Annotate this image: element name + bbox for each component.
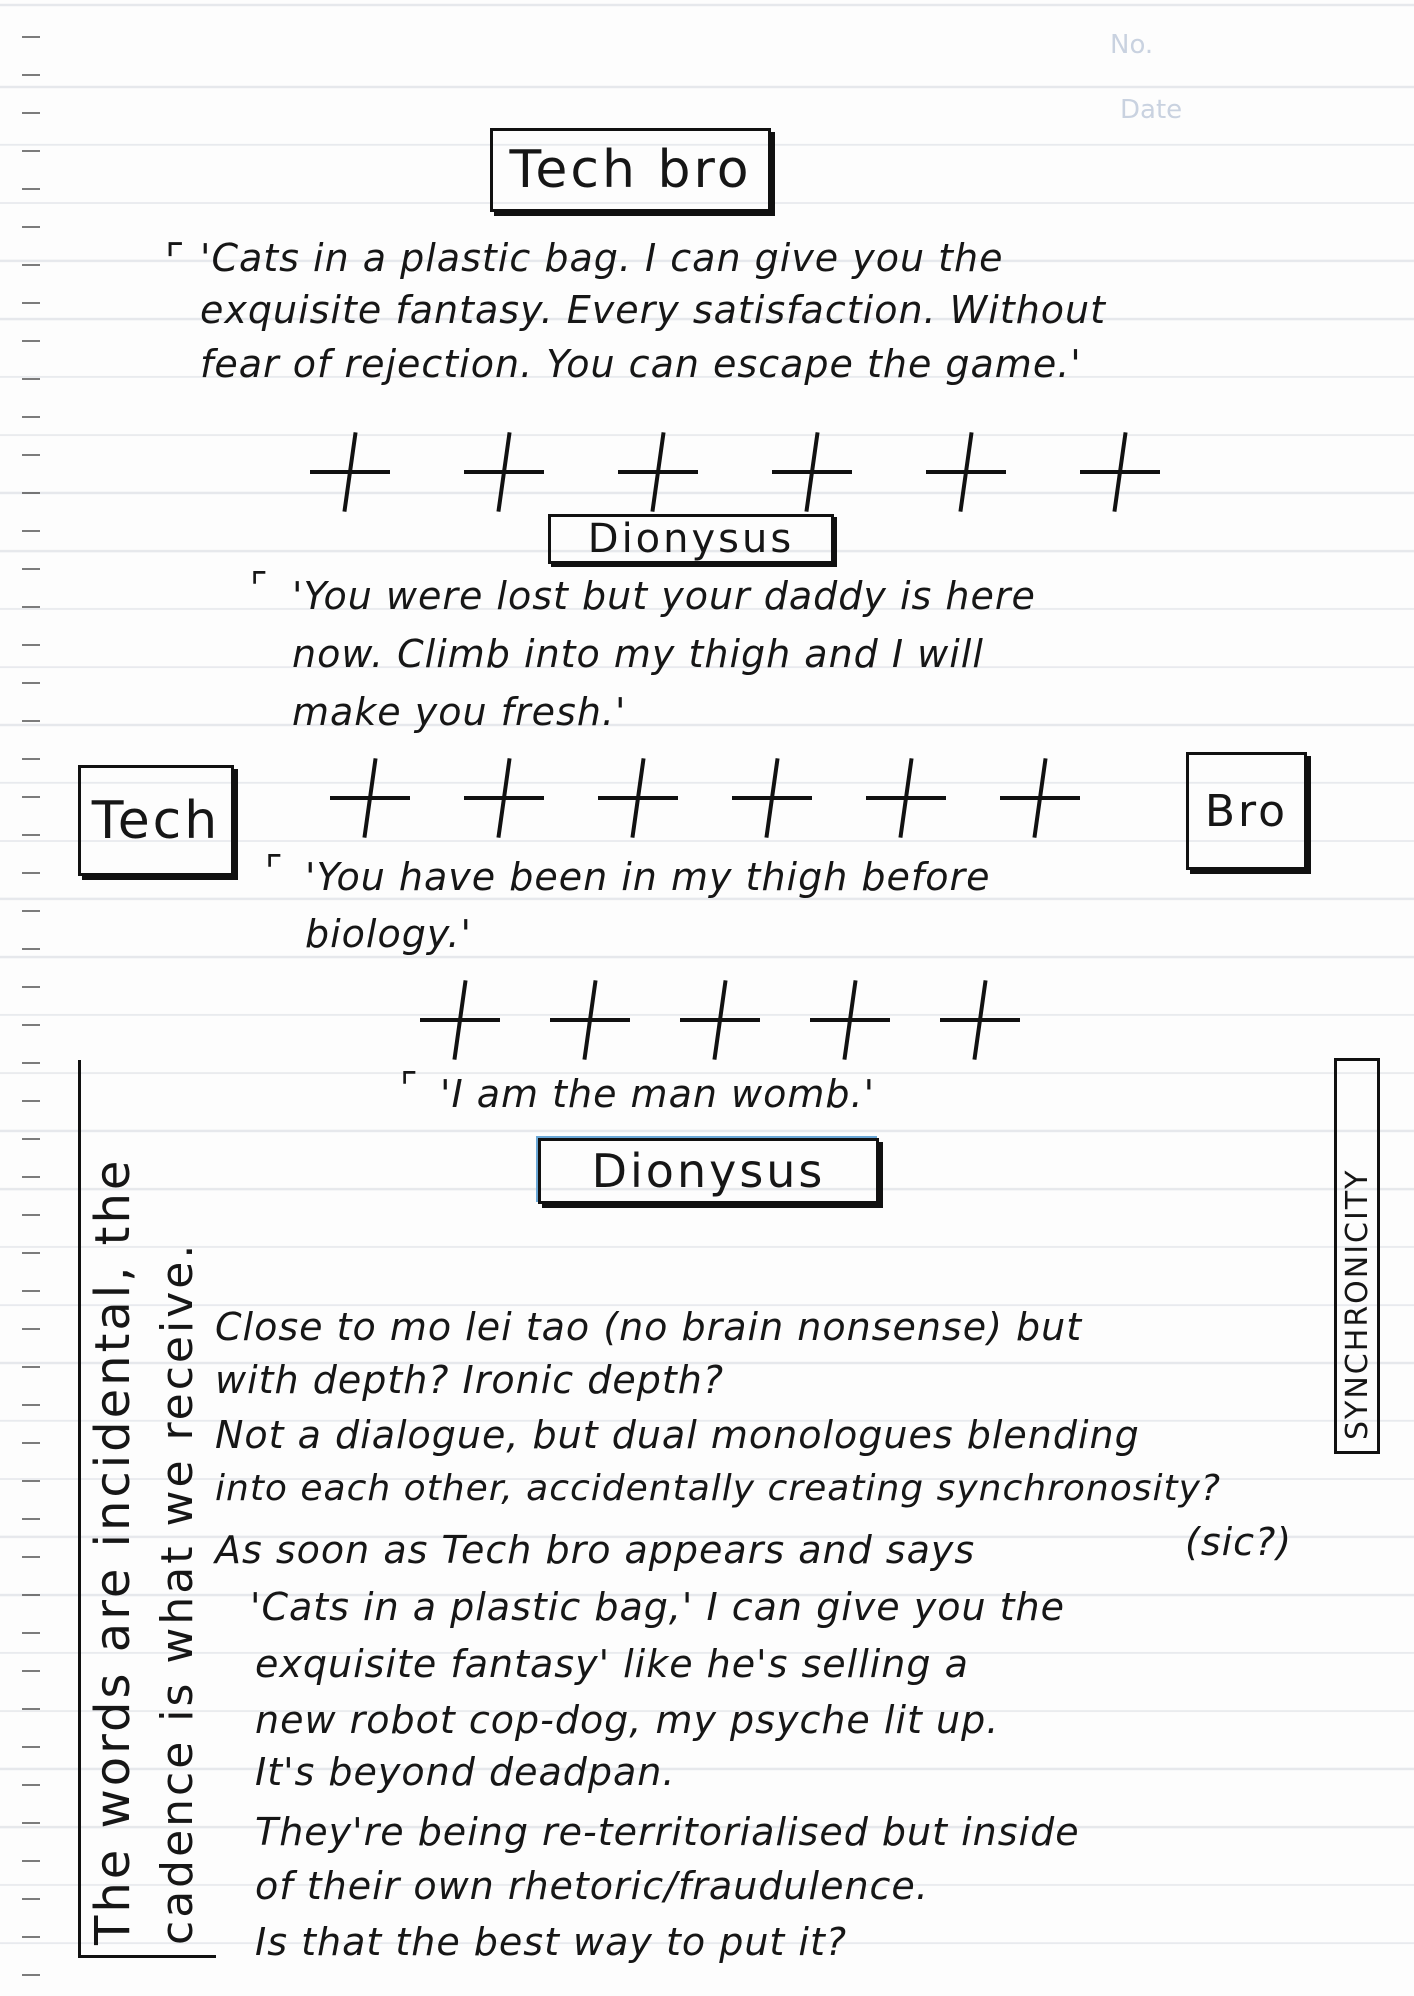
cross-mark (330, 758, 410, 838)
cross-mark (618, 432, 698, 512)
heading-dionysus: Dionysus (548, 514, 834, 564)
heading-tech-bro: Tech bro (490, 128, 771, 212)
side-note-line: cadence is what we receive. (152, 1241, 203, 1945)
note-line: 'Cats in a plastic bag,' I can give you … (250, 1585, 1065, 1629)
cross-mark (940, 980, 1020, 1060)
bracket-mark: ⌜ (400, 1065, 419, 1109)
note-line: They're being re-territorialised but ins… (255, 1810, 1080, 1854)
side-note-bracket (78, 1060, 216, 1958)
heading-dionysus-2: Dionysus (538, 1138, 879, 1204)
synchronicity-label: SYNCHRONICITY (1340, 1168, 1375, 1440)
side-note-line: The words are incidental, the (85, 1157, 141, 1945)
cross-mark (772, 432, 852, 512)
quote-line: fear of rejection. You can escape the ga… (200, 342, 1082, 386)
quote-line: 'I am the man womb.' (440, 1072, 876, 1116)
cross-mark (464, 758, 544, 838)
quote-line: 'You were lost but your daddy is here (292, 574, 1036, 618)
cross-row (310, 432, 1160, 502)
quote-line: biology.' (305, 912, 472, 956)
date-label: Date (1120, 95, 1183, 125)
cross-mark (310, 432, 390, 512)
quote-line: now. Climb into my thigh and I will (292, 632, 984, 676)
synchronicity-box (1334, 1058, 1380, 1454)
bracket-mark: ⌜ (265, 848, 284, 892)
note-line: of their own rhetoric/fraudulence. (255, 1864, 929, 1908)
heading-tech: Tech (78, 765, 234, 876)
bracket-mark: ⌜ (165, 235, 186, 284)
page-number-label: No. (1110, 30, 1154, 60)
note-line: into each other, accidentally creating s… (215, 1468, 1222, 1509)
cross-mark (926, 432, 1006, 512)
heading-bro: Bro (1186, 752, 1307, 870)
quote-line: exquisite fantasy. Every satisfaction. W… (200, 288, 1107, 332)
cross-mark (1080, 432, 1160, 512)
note-line: exquisite fantasy' like he's selling a (255, 1642, 969, 1686)
cross-row (420, 980, 1020, 1050)
cross-mark (732, 758, 812, 838)
quote-line: make you fresh.' (292, 690, 627, 734)
cross-row (330, 758, 1080, 828)
note-line: Not a dialogue, but dual monologues blen… (215, 1413, 1140, 1457)
cross-mark (866, 758, 946, 838)
cross-mark (1000, 758, 1080, 838)
quote-line: 'You have been in my thigh before (305, 855, 991, 899)
note-line: As soon as Tech bro appears and says (215, 1528, 976, 1572)
note-line: Is that the best way to put it? (255, 1920, 848, 1964)
cross-mark (598, 758, 678, 838)
note-line: with depth? Ironic depth? (215, 1358, 725, 1402)
spiral-binding-margin (0, 0, 40, 1996)
cross-mark (810, 980, 890, 1060)
note-line: new robot cop-dog, my psyche lit up. (255, 1698, 1000, 1742)
bracket-mark: ⌜ (250, 565, 269, 609)
cross-mark (464, 432, 544, 512)
cross-mark (420, 980, 500, 1060)
cross-mark (680, 980, 760, 1060)
quote-line: 'Cats in a plastic bag. I can give you t… (200, 236, 1004, 280)
note-sic: (sic?) (1185, 1520, 1293, 1564)
note-line: Close to mo lei tao (no brain nonsense) … (215, 1305, 1083, 1349)
note-line: It's beyond deadpan. (255, 1750, 676, 1794)
cross-mark (550, 980, 630, 1060)
